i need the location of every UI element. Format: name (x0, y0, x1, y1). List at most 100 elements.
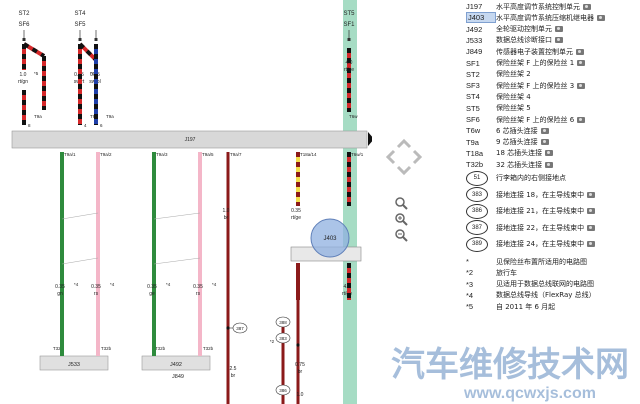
camera-icon[interactable] (545, 150, 554, 157)
pin-label: T9a (106, 114, 114, 119)
bottom-box (39, 355, 109, 371)
wire-color: rt/ge (344, 67, 354, 73)
camera-icon[interactable] (583, 3, 591, 10)
fuse-sub-label: SF6 (18, 22, 30, 28)
legend-code: 387 (466, 220, 488, 235)
junction-dot (296, 343, 300, 347)
pin-label: T9a (34, 114, 42, 119)
legend-code: * (466, 257, 469, 266)
camera-icon[interactable] (597, 14, 605, 21)
pan-left-icon[interactable] (385, 149, 396, 165)
camera-icon[interactable] (587, 208, 596, 214)
fuse-label: ST5 (343, 11, 355, 17)
legend-desc: 水平高度调节系统控制单元 (496, 2, 580, 11)
lower-pin-label: T9a/7 (230, 152, 242, 157)
camera-icon[interactable] (577, 82, 586, 89)
wire-color: br (224, 215, 229, 221)
legend-code: T6w (466, 126, 481, 136)
pin-number: 4 (84, 123, 87, 128)
fuse-terminal (347, 38, 351, 41)
wire-size: 0.35 (147, 284, 157, 290)
cross-line (61, 257, 99, 265)
legend-code: J403 (466, 12, 496, 24)
legend-code: *5 (466, 302, 474, 312)
camera-icon[interactable] (545, 161, 554, 168)
legend-desc: 保险丝架 F 上的保险丝 3 (496, 81, 575, 90)
camera-icon[interactable] (540, 139, 549, 146)
wire-note: *2 (270, 339, 275, 344)
bus-arrow-icon (368, 132, 372, 146)
bus-label: J197 (185, 137, 196, 143)
wire-color: ge (149, 291, 155, 297)
legend-desc: 18 芯插头连接 (496, 149, 543, 158)
bottom-pin-label: T32b (101, 346, 112, 351)
legend-item[interactable]: SF3 保险丝架 F 上的保险丝 3 (466, 80, 586, 91)
zoom-fit-icon[interactable] (395, 197, 408, 210)
camera-icon[interactable] (577, 116, 586, 123)
camera-icon[interactable] (555, 26, 563, 33)
j403-label: J403 (323, 236, 337, 242)
zoom-out-icon[interactable] (395, 229, 408, 242)
zoom-in-icon[interactable] (395, 213, 408, 226)
junction-circle (275, 316, 291, 328)
zoom-controls[interactable] (392, 195, 412, 245)
legend-note[interactable]: *见保险丝布置所适用的电路图 (466, 256, 587, 267)
bottom-pin-label: T32b (203, 346, 214, 351)
legend-code: *4 (466, 290, 474, 300)
pan-down-icon[interactable] (396, 165, 412, 176)
camera-icon[interactable] (587, 224, 596, 231)
pan-up-icon[interactable] (396, 138, 412, 149)
camera-icon[interactable] (577, 60, 586, 66)
legend-code: 383 (466, 187, 488, 202)
fuse-terminal (78, 38, 82, 41)
camera-icon[interactable] (555, 37, 563, 44)
st2-wire-a-stripe (22, 42, 46, 58)
j197-bus-bar (11, 130, 368, 149)
bottom-box (141, 355, 211, 371)
watermark: 汽车维修技术网 www.qcwxjs.com (391, 345, 629, 402)
fuse-terminal (22, 38, 26, 41)
camera-icon[interactable] (576, 48, 584, 55)
camera-icon[interactable] (540, 127, 549, 134)
fuse-terminal (94, 38, 98, 41)
pan-right-icon[interactable] (412, 149, 423, 165)
bottom-pin-label: T32b (53, 346, 64, 351)
legend-code: SF1 (466, 58, 480, 68)
legend-desc: 接地连接 21，在主导线束中 (496, 207, 585, 215)
junction-label: 383 (279, 336, 287, 341)
wire-note: *4 (166, 282, 171, 287)
legend-desc: 保险丝架 5 (496, 104, 531, 113)
junction-circle (275, 332, 291, 344)
wire-size: 0.35 (193, 284, 203, 290)
legend-desc: 保险丝架 F 上的保险丝 6 (496, 115, 575, 124)
camera-icon[interactable] (587, 191, 596, 198)
camera-icon[interactable] (587, 241, 596, 247)
pan-control[interactable] (382, 135, 426, 179)
legend-code: SF3 (466, 81, 480, 91)
wire-size: 0.35 (55, 284, 65, 290)
wire-size: 1.0 (223, 208, 230, 214)
